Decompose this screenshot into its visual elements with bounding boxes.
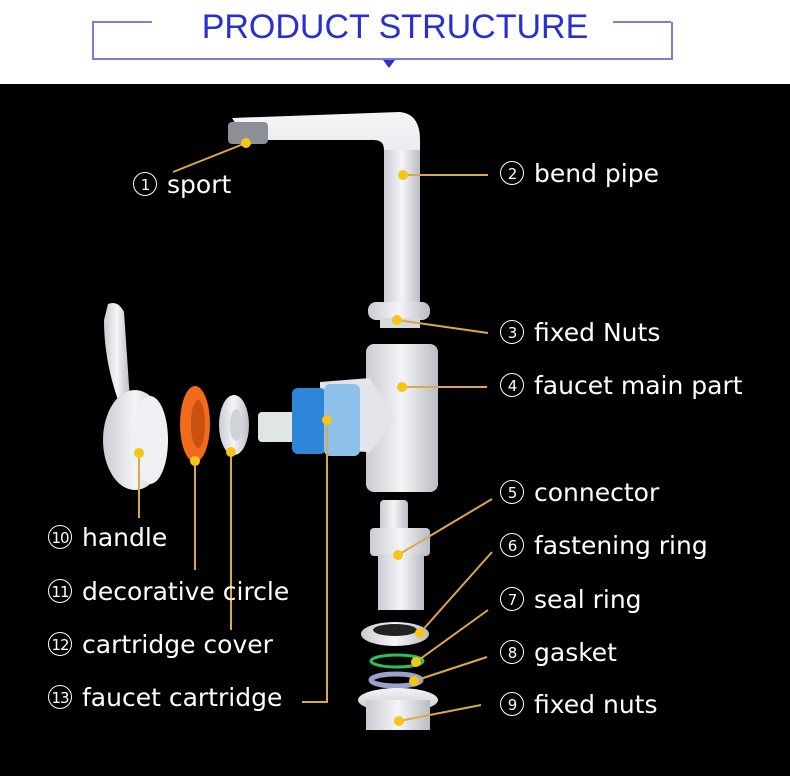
part-label-8: 8 gasket xyxy=(500,640,617,665)
part-name: cartridge cover xyxy=(82,630,273,659)
cartridge-cover-hole xyxy=(230,409,242,441)
part-number-badge: 6 xyxy=(500,533,524,557)
part-number-badge: 13 xyxy=(48,685,72,709)
part-label-9: 9 fixed nuts xyxy=(500,692,658,717)
part-label-2: 2 bend pipe xyxy=(500,161,659,186)
spout-part xyxy=(228,122,268,144)
header-frame-line xyxy=(92,21,152,23)
leader-line-6 xyxy=(419,551,493,634)
part-label-1: 1 sport xyxy=(133,172,231,197)
marker-dot-10 xyxy=(134,448,144,458)
part-name: faucet main part xyxy=(534,371,743,400)
marker-dot-13 xyxy=(322,415,332,425)
handle-part xyxy=(103,303,168,490)
part-number-badge: 11 xyxy=(48,579,72,603)
marker-dot-9 xyxy=(394,716,404,726)
diagram-stage xyxy=(0,84,790,776)
part-name: connector xyxy=(534,478,660,507)
leader-line-7 xyxy=(415,609,489,663)
marker-dot-11 xyxy=(190,456,200,466)
part-name: handle xyxy=(82,523,168,552)
part-label-10: 10 handle xyxy=(48,525,167,550)
part-number-badge: 7 xyxy=(500,587,524,611)
marker-dots xyxy=(134,138,425,726)
part-number-badge: 10 xyxy=(48,525,72,549)
marker-dot-3 xyxy=(392,315,402,325)
leader-line-3 xyxy=(396,319,489,334)
marker-dot-7 xyxy=(411,657,421,667)
faucet-exploded-view xyxy=(103,112,493,730)
marker-dot-12 xyxy=(226,447,236,457)
part-label-3: 3 fixed Nuts xyxy=(500,320,660,345)
marker-dot-4 xyxy=(397,382,407,392)
part-label-4: 4 faucet main part xyxy=(500,373,743,398)
part-name: bend pipe xyxy=(534,159,659,188)
leader-line-9 xyxy=(398,704,482,722)
part-number-badge: 1 xyxy=(133,172,157,196)
part-number-badge: 12 xyxy=(48,632,72,656)
marker-dot-8 xyxy=(409,676,419,686)
decorative-circle-inner xyxy=(191,400,205,448)
gasket-part xyxy=(368,671,424,689)
connector-part xyxy=(370,500,430,610)
leader-line-13 xyxy=(302,420,328,703)
leader-line-5 xyxy=(397,498,493,556)
header-banner: PRODUCT STRUCTURE xyxy=(0,0,790,84)
part-number-badge: 3 xyxy=(500,320,524,344)
part-number-badge: 2 xyxy=(500,161,524,185)
page-title: PRODUCT STRUCTURE xyxy=(201,8,589,46)
part-number-badge: 9 xyxy=(500,692,524,716)
part-number-badge: 8 xyxy=(500,640,524,664)
seal-ring-part xyxy=(369,653,425,669)
marker-dot-5 xyxy=(393,550,403,560)
header-frame-line xyxy=(613,21,671,23)
faucet-cartridge-part xyxy=(258,384,360,456)
leader-line-8 xyxy=(413,656,488,682)
part-name: fastening ring xyxy=(534,531,708,560)
part-name: faucet cartridge xyxy=(82,683,283,712)
part-label-12: 12 cartridge cover xyxy=(48,632,273,657)
part-name: seal ring xyxy=(534,585,642,614)
part-label-7: 7 seal ring xyxy=(500,587,642,612)
part-label-6: 6 fastening ring xyxy=(500,533,708,558)
part-name: decorative circle xyxy=(82,577,290,606)
marker-dot-1 xyxy=(241,138,251,148)
part-label-5: 5 connector xyxy=(500,480,659,505)
marker-dot-6 xyxy=(415,628,425,638)
part-name: sport xyxy=(167,170,232,199)
header-frame xyxy=(92,22,673,60)
part-number-badge: 4 xyxy=(500,373,524,397)
part-name: fixed Nuts xyxy=(534,318,661,347)
fastening-ring-part xyxy=(361,622,429,646)
leader-lines xyxy=(138,142,493,722)
part-name: fixed nuts xyxy=(534,690,658,719)
leader-line-1 xyxy=(172,142,247,173)
down-arrow-icon xyxy=(383,60,395,68)
part-number-badge: 5 xyxy=(500,480,524,504)
part-label-13: 13 faucet cartridge xyxy=(48,685,282,710)
marker-dot-2 xyxy=(398,170,408,180)
part-label-11: 11 decorative circle xyxy=(48,579,289,604)
part-name: gasket xyxy=(534,638,617,667)
